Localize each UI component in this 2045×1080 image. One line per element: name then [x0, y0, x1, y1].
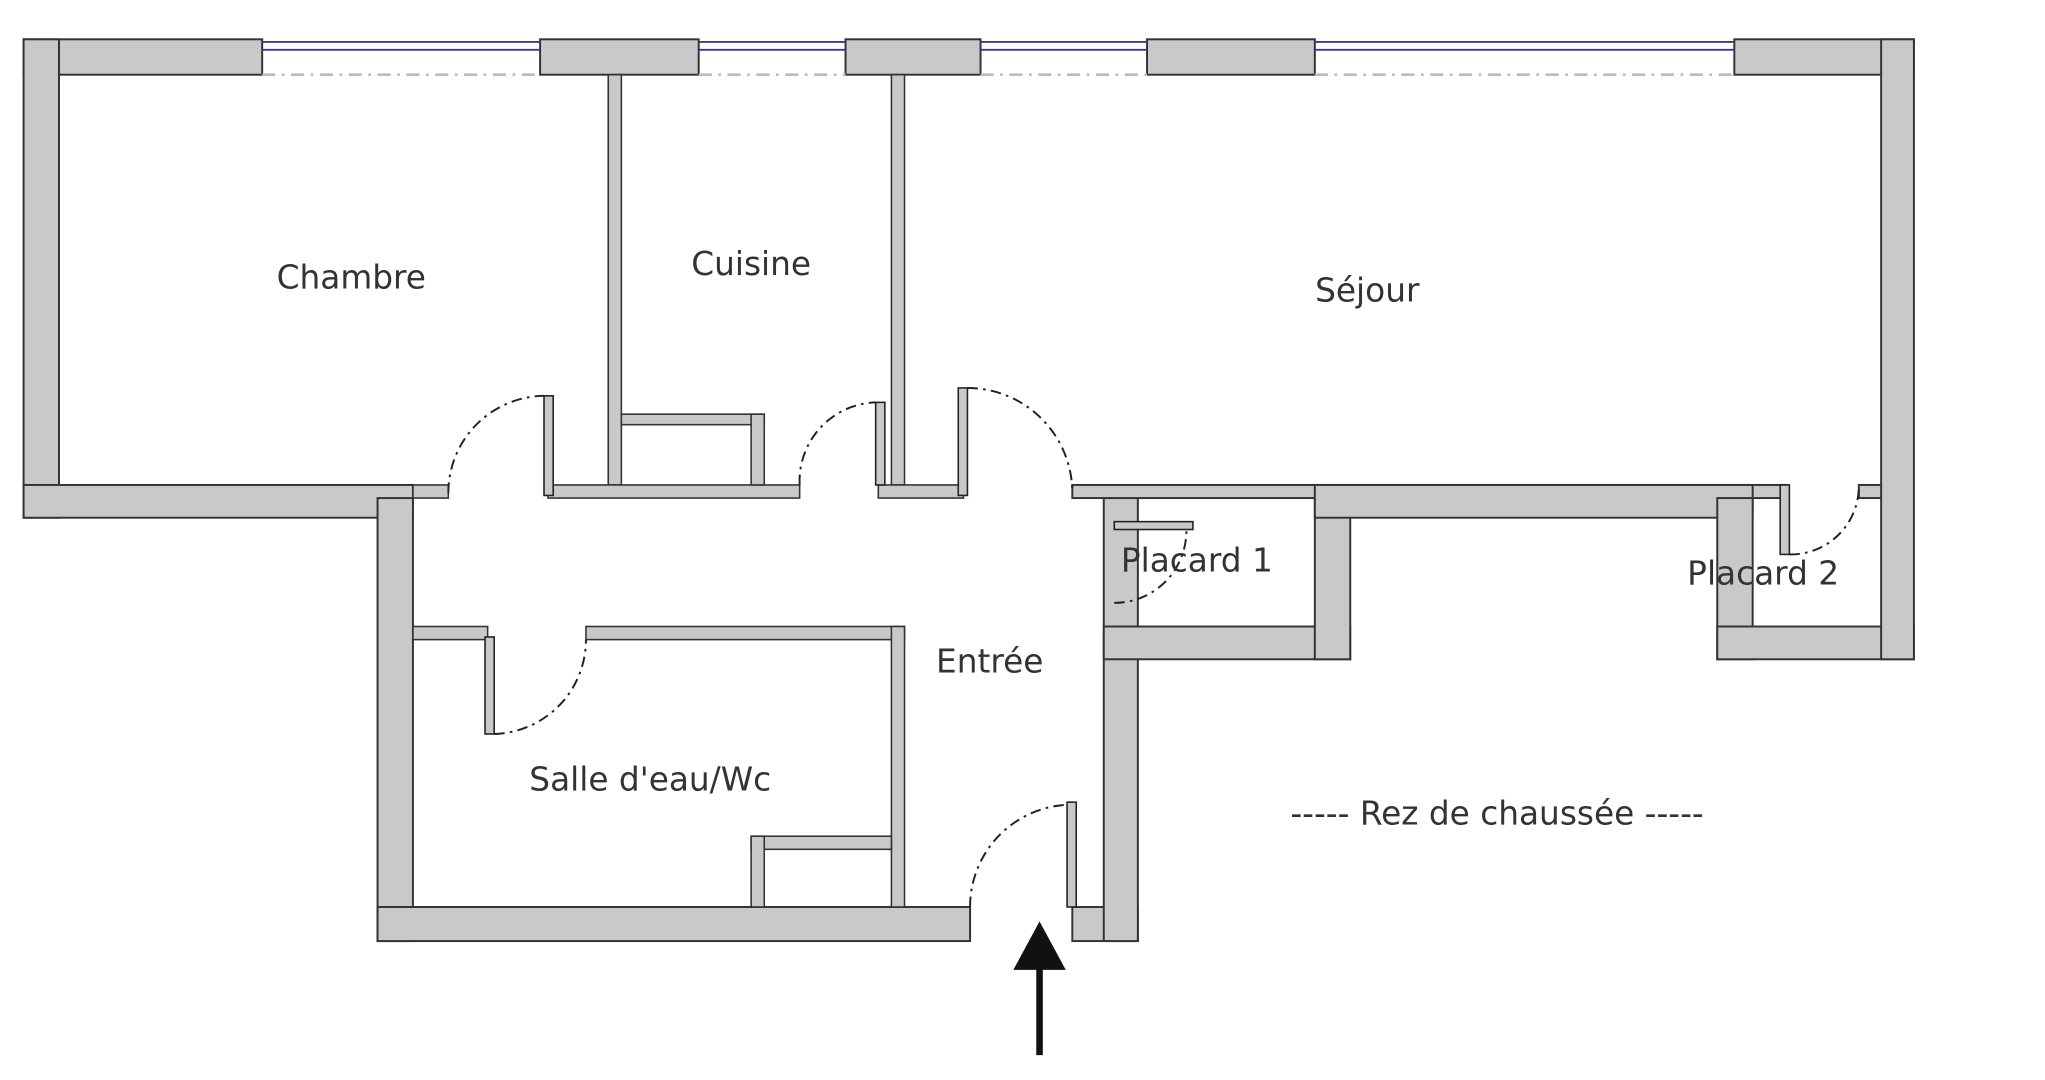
door-entrance: [1066, 801, 1078, 908]
interior-walls: [412, 73, 965, 908]
room-label-placard1: Placard 1: [1121, 541, 1273, 579]
room-label-entree: Entrée: [936, 642, 1043, 680]
outer-walls: [22, 38, 1915, 943]
doors: [447, 386, 1860, 908]
windows: [262, 40, 1735, 77]
room-label-chambre: Chambre: [277, 258, 426, 296]
door-chambre: [543, 395, 554, 497]
room-label-sejour: Séjour: [1315, 271, 1420, 309]
door-salle-eau: [484, 636, 495, 735]
room-label-salle-eau: Salle d'eau/Wc: [529, 760, 771, 798]
room-label-placard2: Placard 2: [1687, 555, 1839, 593]
door-cuisine: [874, 401, 886, 486]
door-placard2: [1779, 484, 1791, 556]
entrance-arrow: [1013, 921, 1066, 1056]
level-label: ----- Rez de chaussée -----: [1290, 794, 1703, 832]
door-placard1: [1113, 520, 1194, 531]
door-sejour: [957, 387, 969, 497]
room-label-cuisine: Cuisine: [691, 245, 811, 283]
